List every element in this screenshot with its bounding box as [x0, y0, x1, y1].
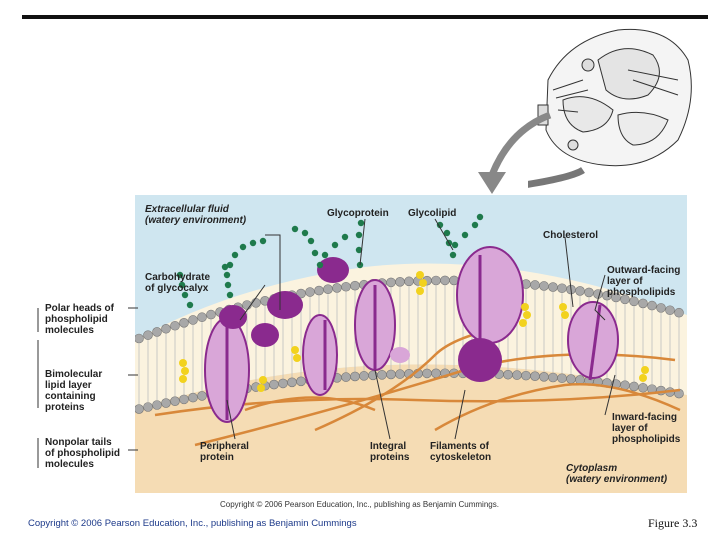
label-nonpolar: Nonpolar tails of phospholipid molecules: [45, 437, 120, 470]
label-glycoprotein: Glycoprotein: [327, 208, 389, 219]
cytoplasm-region: [135, 364, 687, 493]
cholesterol-molecules: [179, 271, 649, 392]
protein-far-right: [567, 301, 619, 379]
image-copyright: Copyright © 2006 Pearson Education, Inc.…: [220, 500, 499, 509]
label-extracellular: Extracellular fluid (watery environment): [145, 204, 247, 226]
protein-mid-left: [302, 314, 338, 396]
label-cytoplasm: Cytoplasm (watery environment): [566, 463, 668, 485]
cell-outline: [537, 28, 692, 167]
label-bimolecular: Bimolecular lipid layer containing prote…: [45, 369, 103, 413]
left-brackets: [37, 307, 138, 468]
pointer-arrow: [478, 111, 552, 194]
label-integral: Integral proteins: [370, 441, 410, 463]
top-rule: [22, 15, 708, 19]
label-peripheral: Peripheral protein: [200, 441, 249, 463]
integral-proteins: [204, 246, 619, 423]
peripheral-proteins: [219, 257, 410, 363]
figure-label: Figure 3.3: [648, 516, 698, 530]
footer-copyright: Copyright © 2006 Pearson Education, Inc.…: [28, 518, 357, 529]
label-carbohydrate: Carbohydrate of glycocalyx: [145, 272, 211, 294]
label-inward: Inward-facing layer of phospholipids: [612, 412, 681, 445]
label-filaments: Filaments of cytoskeleton: [430, 441, 492, 463]
label-cholesterol: Cholesterol: [543, 230, 599, 241]
cell-illustration: [487, 20, 698, 200]
leader-lines: [226, 218, 616, 440]
glycocalyx-sugars: [176, 213, 484, 309]
label-polar-heads: Polar heads of phospholipid molecules: [45, 303, 114, 336]
protein-right: [456, 246, 524, 344]
protein-right-base: [458, 338, 502, 382]
membrane-diagram: [134, 195, 687, 498]
label-glycolipid: Glycolipid: [408, 208, 457, 219]
label-outward: Outward-facing layer of phospholipids: [607, 265, 681, 298]
